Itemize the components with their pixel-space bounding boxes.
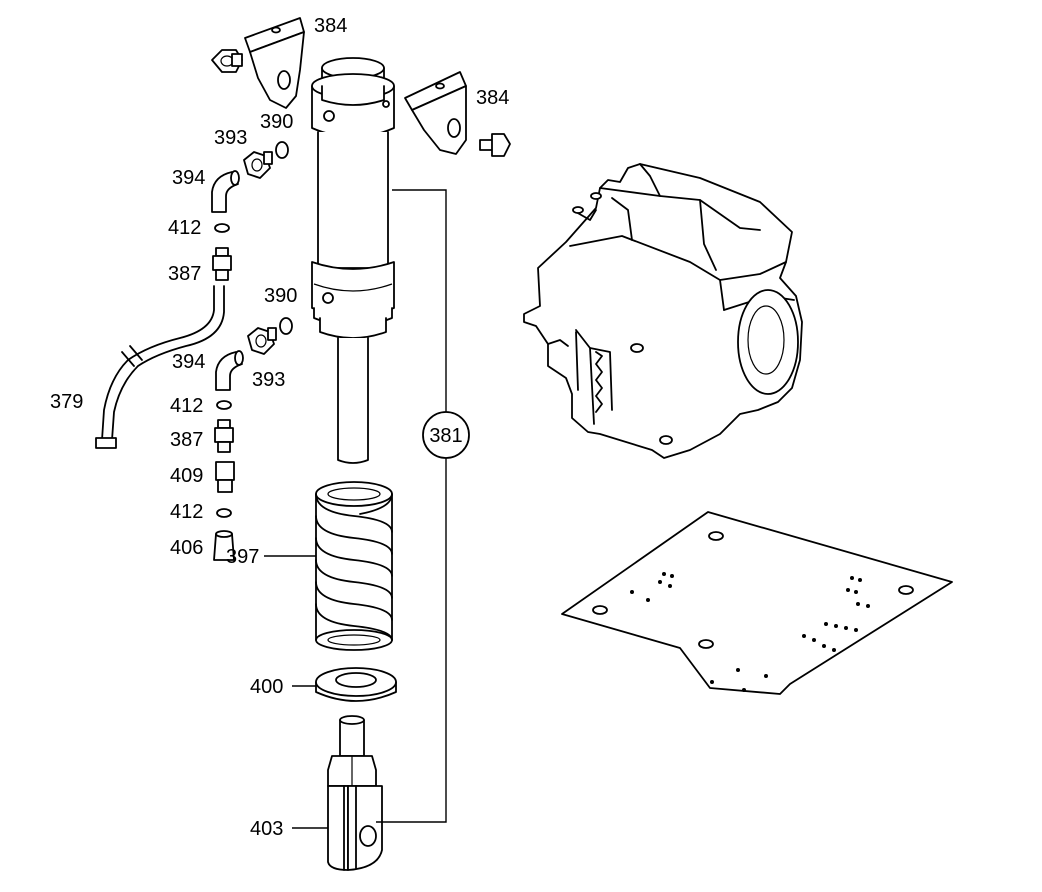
plate-holes — [630, 572, 870, 692]
leader-lines — [264, 555, 328, 829]
label-assembly: 381 — [429, 425, 462, 447]
washer-middle — [216, 400, 232, 410]
label-plug-lower: 393 — [252, 369, 285, 391]
label-spring: 397 — [226, 546, 259, 568]
washer-lower — [216, 508, 232, 518]
label-bracket-right: 384 — [476, 87, 509, 109]
nipple-lower — [214, 419, 234, 453]
label-clevis: 403 — [250, 818, 283, 840]
label-elbow-lower: 394 — [172, 351, 205, 373]
label-oring-lower: 390 — [264, 285, 297, 307]
cap-fitting — [213, 530, 235, 561]
label-washer-top: 412 — [168, 217, 201, 239]
callout-labels: 384 384 390 393 394 412 387 390 394 393 … — [50, 15, 509, 840]
label-washer-mid: 412 — [170, 395, 203, 417]
elbow-lower — [215, 350, 244, 391]
nipple-upper — [212, 247, 232, 281]
engine-block — [523, 163, 803, 459]
washer-upper — [214, 223, 230, 233]
label-oring-top: 390 — [260, 111, 293, 133]
assembly-bracket — [376, 189, 447, 823]
o-ring-lower — [279, 317, 293, 335]
label-nipple-top: 387 — [168, 263, 201, 285]
label-hose: 379 — [50, 391, 83, 413]
hydraulic-cylinder — [311, 57, 395, 464]
label-adapter: 409 — [170, 465, 203, 487]
plug-upper — [243, 151, 273, 179]
label-nipple-lower: 387 — [170, 429, 203, 451]
label-cap: 406 — [170, 537, 203, 559]
hose — [95, 285, 225, 449]
spring-seat — [315, 667, 397, 702]
o-ring-upper — [275, 141, 289, 159]
base-plate — [561, 511, 953, 695]
plug-lower — [247, 327, 277, 355]
bolt-right — [479, 133, 511, 157]
elbow-upper — [211, 170, 240, 213]
bracket-top-left — [244, 17, 305, 109]
adapter — [215, 461, 235, 493]
assembly-callout-circle — [422, 411, 470, 459]
label-spring-seat: 400 — [250, 676, 283, 698]
label-plug-top: 393 — [214, 127, 247, 149]
clevis — [327, 715, 383, 871]
label-bracket-top: 384 — [314, 15, 347, 37]
bracket-top-right — [404, 71, 467, 155]
hex-nut-top-left — [211, 49, 243, 73]
label-elbow-top: 394 — [172, 167, 205, 189]
coil-spring — [315, 481, 393, 651]
label-washer-low: 412 — [170, 501, 203, 523]
